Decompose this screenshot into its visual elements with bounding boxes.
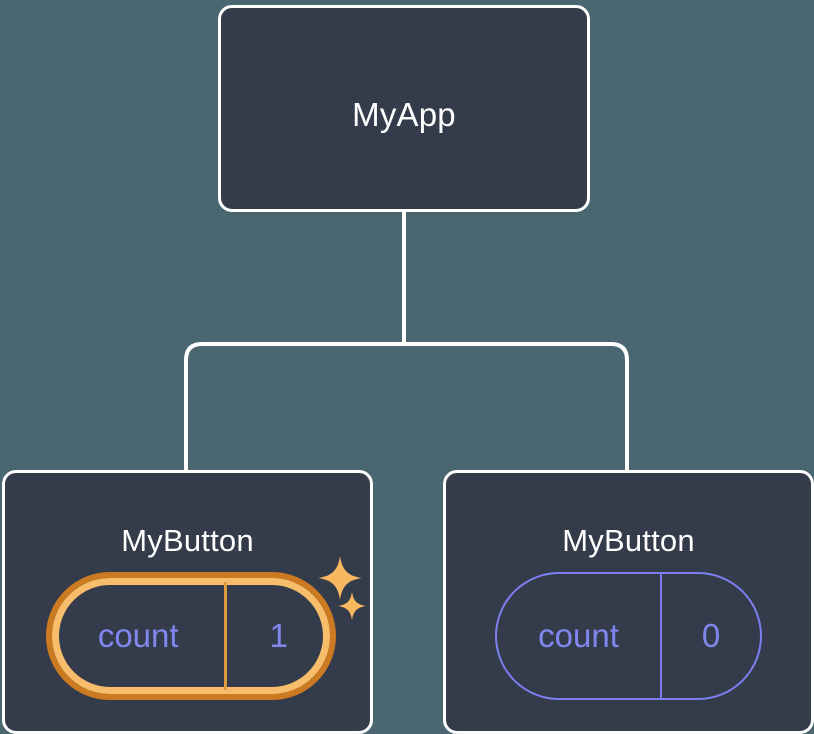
- state-pill-wrapper-0: count 1: [46, 572, 336, 700]
- pill-divider-0: [224, 582, 228, 690]
- state-value-1: 0: [701, 617, 721, 654]
- state-pill-1[interactable]: count 0: [495, 572, 762, 700]
- state-pill-wrapper-1: count 0: [495, 572, 762, 700]
- node-title-child-0: MyButton: [121, 523, 254, 558]
- state-value-0: 1: [269, 617, 288, 654]
- state-key-1: count: [538, 617, 619, 654]
- state-key-0: count: [97, 617, 179, 654]
- edge-bus-to-children: [184, 342, 629, 470]
- pill-divider-1: [660, 574, 663, 698]
- node-myapp[interactable]: MyApp: [218, 5, 590, 212]
- node-title-child-1: MyButton: [562, 523, 695, 558]
- node-title-root: MyApp: [352, 96, 456, 133]
- state-pill-0[interactable]: count 1: [46, 572, 336, 700]
